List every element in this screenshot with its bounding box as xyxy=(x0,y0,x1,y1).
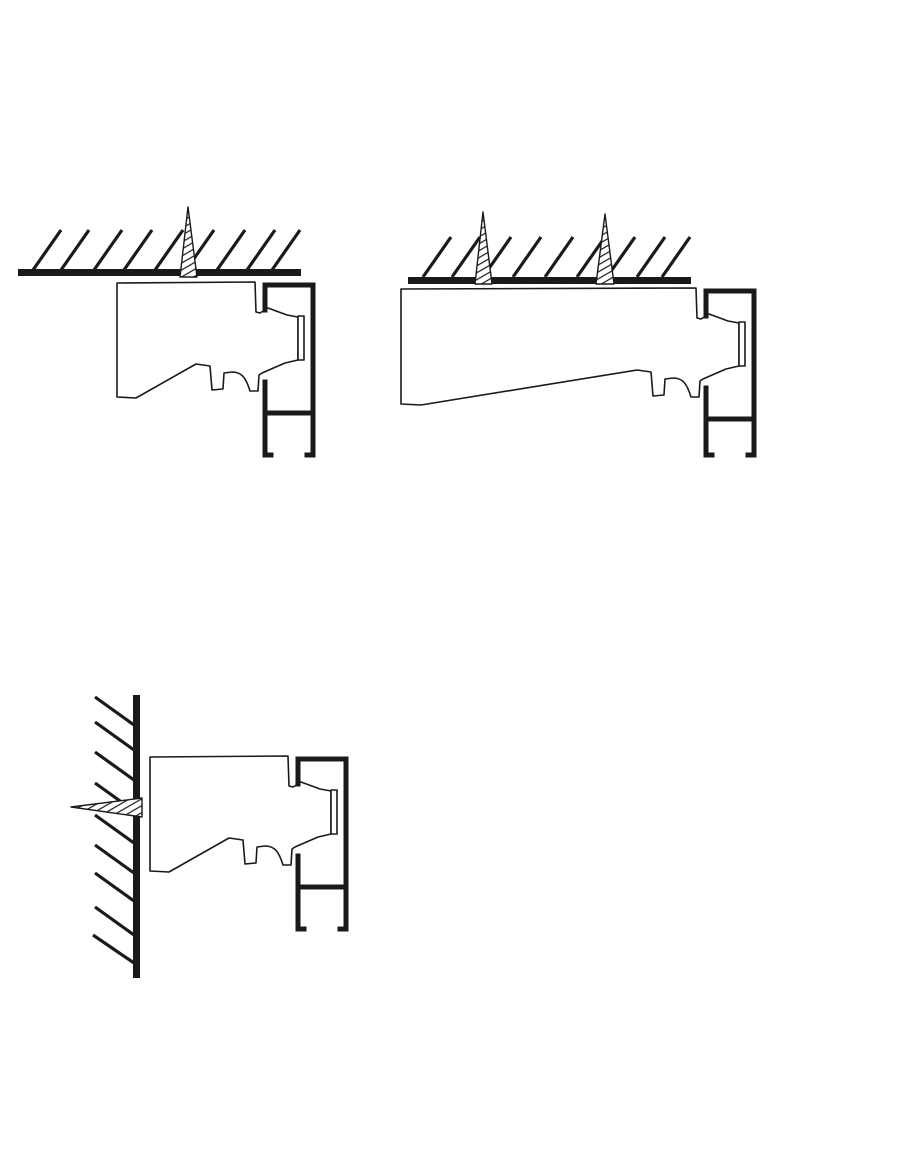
wall-mount-figure xyxy=(70,695,346,978)
screw-icon xyxy=(595,213,615,285)
ceiling-hatching xyxy=(421,236,692,278)
ceiling-surface xyxy=(408,277,691,284)
screw-icon xyxy=(70,797,143,818)
wall-surface xyxy=(133,695,140,978)
ceiling-mount-double-screw-figure xyxy=(400,211,757,458)
bracket-with-rail xyxy=(150,756,346,929)
screw-icon xyxy=(474,211,493,285)
ceiling-hatching xyxy=(31,229,302,271)
wall-hatching xyxy=(92,695,135,965)
ceiling-mount-single-screw-figure xyxy=(18,206,313,455)
bracket-with-rail xyxy=(400,287,757,458)
ceiling-surface xyxy=(18,269,301,276)
screw-icon xyxy=(179,206,198,278)
bracket-with-rail xyxy=(117,282,313,455)
